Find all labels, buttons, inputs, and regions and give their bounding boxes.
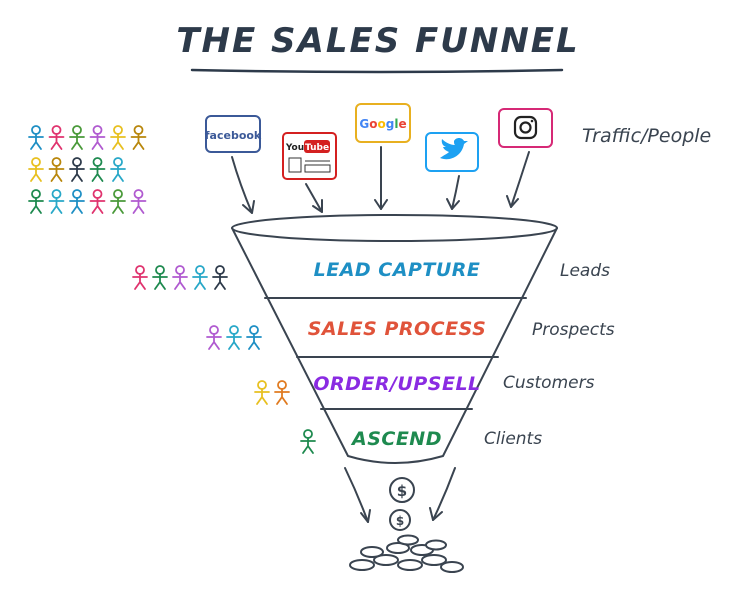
person-icon (274, 380, 290, 405)
person-icon (254, 380, 270, 405)
person-icon (152, 265, 168, 290)
person-icon (132, 265, 148, 290)
side-label-customers: Customers (503, 373, 595, 393)
person-icon (110, 189, 126, 214)
side-label-prospects: Prospects (532, 320, 615, 340)
instagram-icon (498, 108, 553, 148)
person-icon (69, 157, 85, 182)
person-icon (69, 189, 85, 214)
person-icon (48, 125, 65, 150)
google-icon: Google (355, 103, 411, 143)
title-underline (190, 68, 564, 74)
person-icon (69, 125, 85, 150)
person-icon (48, 189, 65, 214)
person-icon (28, 157, 44, 182)
person-icon (192, 265, 208, 290)
person-icon (48, 157, 65, 182)
coin-pile (349, 534, 464, 573)
person-icon (130, 189, 147, 214)
dollar-icon: $ (397, 482, 407, 500)
side-label-clients: Clients (484, 429, 542, 449)
person-icon (300, 429, 316, 454)
youtube-you-label: You (285, 143, 304, 153)
person-icon (226, 325, 242, 350)
side-label-leads: Leads (560, 261, 610, 281)
person-icon (110, 157, 126, 182)
person-icon (246, 325, 262, 350)
stage-label-lead-capture: LEAD CAPTURE (314, 259, 481, 281)
twitter-icon (425, 132, 479, 172)
person-icon (28, 189, 44, 214)
coin-2: $ (389, 509, 411, 531)
stage-people (132, 265, 316, 454)
output-arrows (344, 467, 456, 523)
person-icon (89, 157, 106, 182)
youtube-tube-label: Tube (305, 143, 329, 153)
facebook-icon: facebook (205, 115, 262, 153)
dollar-icon: $ (396, 514, 404, 528)
person-icon (212, 265, 228, 290)
youtube-icon: You Tube (282, 132, 337, 180)
stage-label-ascend: ASCEND (350, 428, 442, 450)
facebook-label: facebook (205, 129, 262, 142)
stage-label-sales-process: SALES PROCESS (308, 318, 487, 340)
funnel (231, 214, 558, 464)
funnel-body (231, 227, 558, 464)
traffic-arrows (231, 146, 530, 214)
person-icon (110, 125, 126, 150)
person-icon (89, 189, 106, 214)
person-icon (28, 125, 44, 150)
funnel-rim (231, 214, 558, 242)
stage-label-order-upsell: ORDER/UPSELL (313, 373, 480, 395)
person-icon (172, 265, 188, 290)
google-label: Google (359, 117, 406, 131)
page-title: THE SALES FUNNEL (176, 21, 579, 61)
person-icon (206, 325, 222, 350)
traffic-crowd (28, 125, 147, 214)
traffic-people-label: Traffic/People (582, 125, 711, 147)
person-icon (89, 125, 106, 150)
person-icon (130, 125, 147, 150)
coin-1: $ (389, 477, 415, 503)
